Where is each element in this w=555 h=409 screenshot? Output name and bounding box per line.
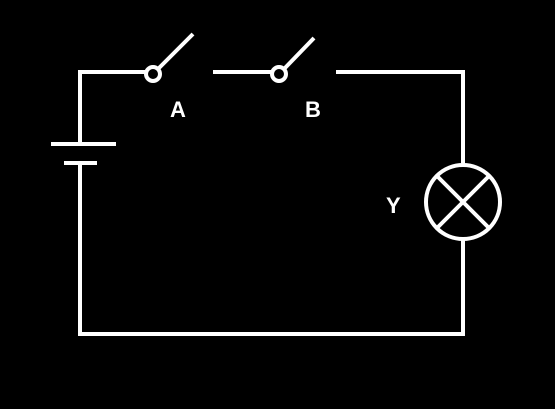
switch-b-lever-icon <box>282 36 316 71</box>
switch-a-label: A <box>170 97 186 122</box>
battery-icon <box>51 142 116 165</box>
switch-a-lever-icon <box>156 32 195 71</box>
switch-a-pivot-icon <box>144 65 162 83</box>
switch-b-label: B <box>305 97 321 122</box>
switch-b <box>270 36 316 83</box>
lamp-label: Y <box>386 193 401 218</box>
switch-b-pivot-icon <box>270 65 288 83</box>
lamp-icon <box>424 163 502 241</box>
switch-a <box>144 32 195 83</box>
